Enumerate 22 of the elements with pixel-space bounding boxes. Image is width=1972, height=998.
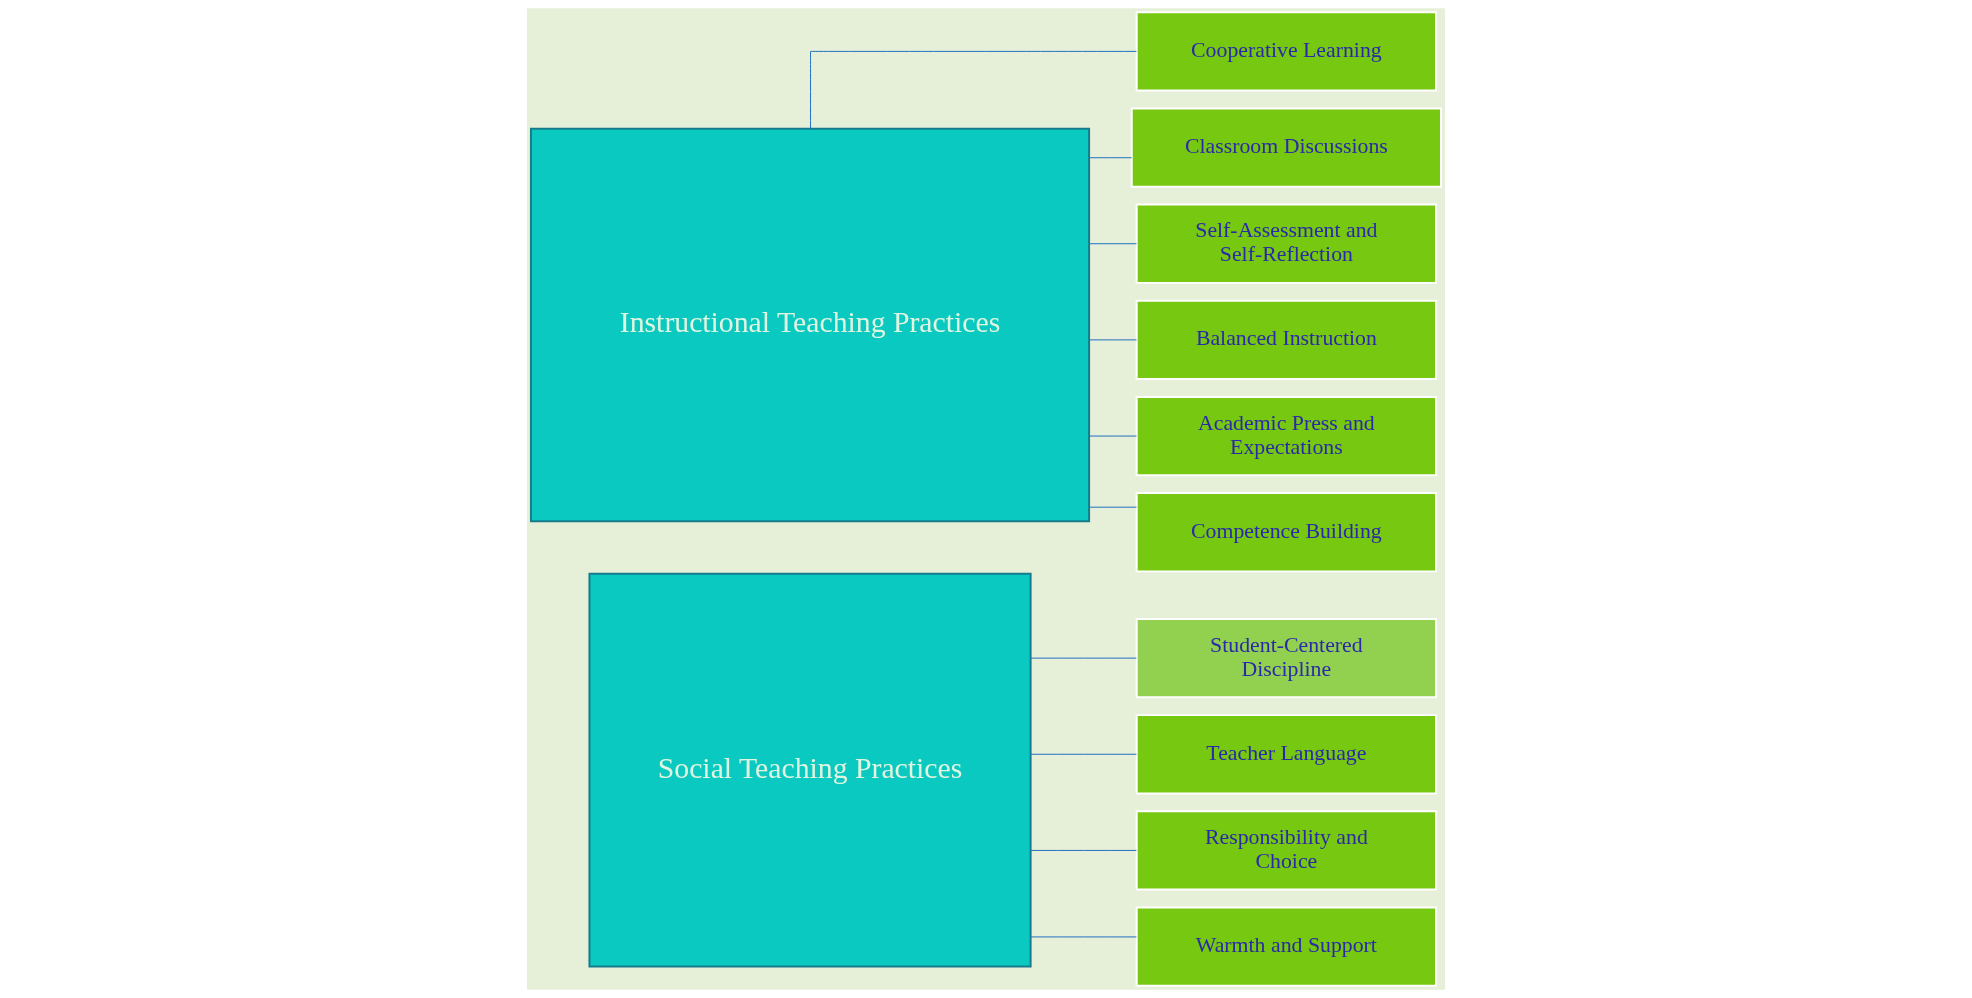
node-box: Competence Building [1135, 492, 1438, 573]
node-box: Student-Centered Discipline [1135, 617, 1438, 699]
connector [1088, 339, 1138, 341]
connector [1030, 753, 1137, 755]
connector [1030, 849, 1137, 851]
connector [1088, 435, 1138, 437]
connector [1088, 506, 1138, 508]
node-box: Social Teaching Practices [588, 572, 1032, 968]
node-box: Academic Press and Expectations [1135, 395, 1438, 477]
connector [810, 50, 1137, 130]
connector [1030, 657, 1137, 659]
node-box: Teacher Language [1135, 714, 1438, 795]
node-box: Classroom Discussions [1130, 107, 1442, 188]
connector [1088, 243, 1138, 245]
connector [1088, 157, 1133, 159]
node-box: Warmth and Support [1135, 906, 1438, 987]
node-box: Balanced Instruction [1135, 299, 1438, 381]
node-box: Instructional Teaching Practices [530, 127, 1091, 523]
connector [1030, 936, 1137, 938]
node-box: Cooperative Learning [1135, 11, 1438, 92]
node-box: Self-Assessment and Self-Reflection [1135, 203, 1438, 284]
node-box: Responsibility and Choice [1135, 810, 1438, 891]
